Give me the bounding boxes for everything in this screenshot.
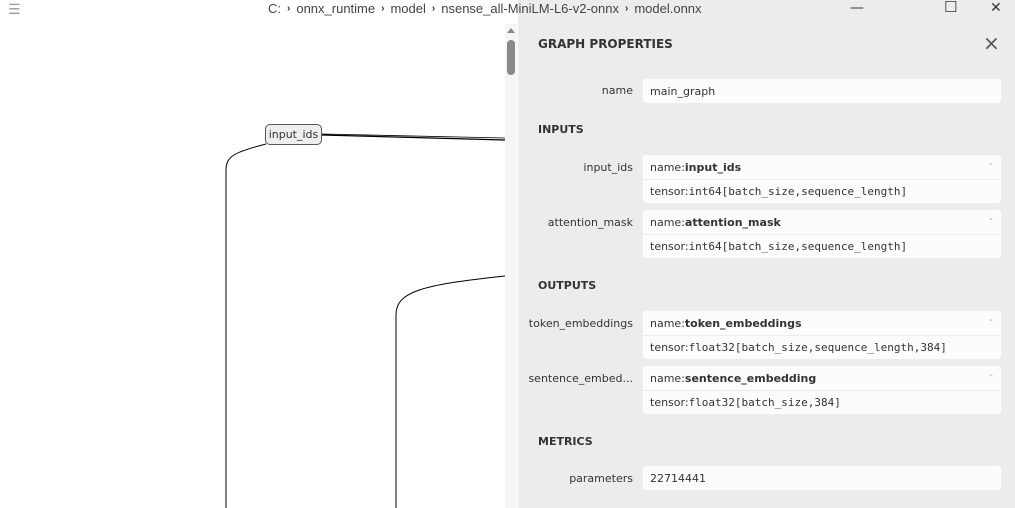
collapse-button[interactable]: -: [989, 313, 993, 326]
name-key: name:: [650, 160, 685, 174]
maximize-button[interactable]: ☐: [944, 0, 958, 16]
chevron-right-icon: ›: [431, 2, 436, 14]
name-label: name: [601, 84, 633, 97]
parameters-value: 22714441: [650, 471, 706, 485]
breadcrumb: C: › onnx_runtime › model › nsense_all-Mini…: [268, 0, 702, 16]
input-name: attention_mask: [684, 215, 781, 229]
crumb-folder[interactable]: onnx_runtime: [296, 0, 376, 16]
minimize-button[interactable]: —: [850, 0, 864, 16]
collapse-button[interactable]: -: [989, 212, 993, 225]
graph-properties-panel: — ☐ ✕ GRAPH PROPERTIES × name main_graph…: [518, 0, 1015, 508]
tensor-key: tensor:: [650, 185, 689, 198]
tensor-key: tensor:: [650, 240, 689, 253]
input-box: - name: input_ids tensor: int64[batch_si…: [643, 155, 1001, 203]
parameters-label: parameters: [569, 472, 633, 485]
output-label: sentence_embed...: [528, 372, 633, 385]
input-name: input_ids: [684, 160, 742, 174]
collapse-button[interactable]: -: [989, 157, 993, 170]
graph-edge: [225, 143, 267, 508]
menu-icon[interactable]: ☰: [8, 2, 21, 18]
crumb-folder[interactable]: model: [390, 0, 426, 16]
panel-title: GRAPH PROPERTIES: [538, 37, 673, 51]
tensor-key: tensor:: [650, 341, 689, 354]
scrollbar[interactable]: [505, 24, 517, 508]
chevron-right-icon: ›: [381, 2, 385, 14]
input-label: input_ids: [583, 161, 633, 174]
crumb-folder[interactable]: nsense_all-MiniLM-L6-v2-onnx: [441, 0, 619, 16]
inputs-header: INPUTS: [538, 123, 584, 136]
chevron-right-icon: ›: [624, 2, 629, 14]
output-tensor: float32[batch_size,384]: [688, 396, 841, 409]
output-box: - name: sentence_embedding tensor: float…: [643, 366, 1001, 414]
outputs-header: OUTPUTS: [538, 279, 597, 292]
output-tensor: float32[batch_size,sequence_length,384]: [688, 341, 947, 354]
close-panel-icon[interactable]: ×: [983, 31, 1000, 55]
name-key: name:: [650, 371, 685, 385]
graph-edge: [321, 133, 505, 139]
crumb-file[interactable]: model.onnx: [634, 0, 702, 16]
chevron-right-icon: ›: [287, 2, 291, 14]
graph-node-input-ids[interactable]: input_ids: [265, 124, 322, 145]
name-key: name:: [650, 316, 685, 330]
output-name: token_embeddings: [684, 316, 802, 330]
window-close-button[interactable]: ✕: [990, 0, 1002, 16]
input-label: attention_mask: [547, 216, 633, 229]
input-tensor: int64[batch_size,sequence_length]: [688, 185, 908, 198]
input-box: - name: attention_mask tensor: int64[bat…: [643, 210, 1001, 258]
output-label: token_embeddings: [528, 317, 633, 330]
crumb-drive[interactable]: C:: [268, 0, 281, 16]
tensor-key: tensor:: [650, 396, 689, 409]
scrollbar-thumb[interactable]: [507, 40, 515, 75]
output-box: - name: token_embeddings tensor: float32…: [643, 311, 1001, 359]
collapse-button[interactable]: -: [989, 368, 993, 381]
graph-edge: [395, 275, 505, 508]
output-name: sentence_embedding: [684, 371, 817, 385]
name-value: main_graph: [650, 84, 716, 98]
input-tensor: int64[batch_size,sequence_length]: [688, 240, 908, 253]
graph-edge: [321, 134, 505, 141]
scroll-up-icon[interactable]: [507, 28, 515, 33]
graph-canvas[interactable]: [0, 0, 505, 508]
metrics-header: METRICS: [538, 435, 593, 448]
name-key: name:: [650, 215, 685, 229]
